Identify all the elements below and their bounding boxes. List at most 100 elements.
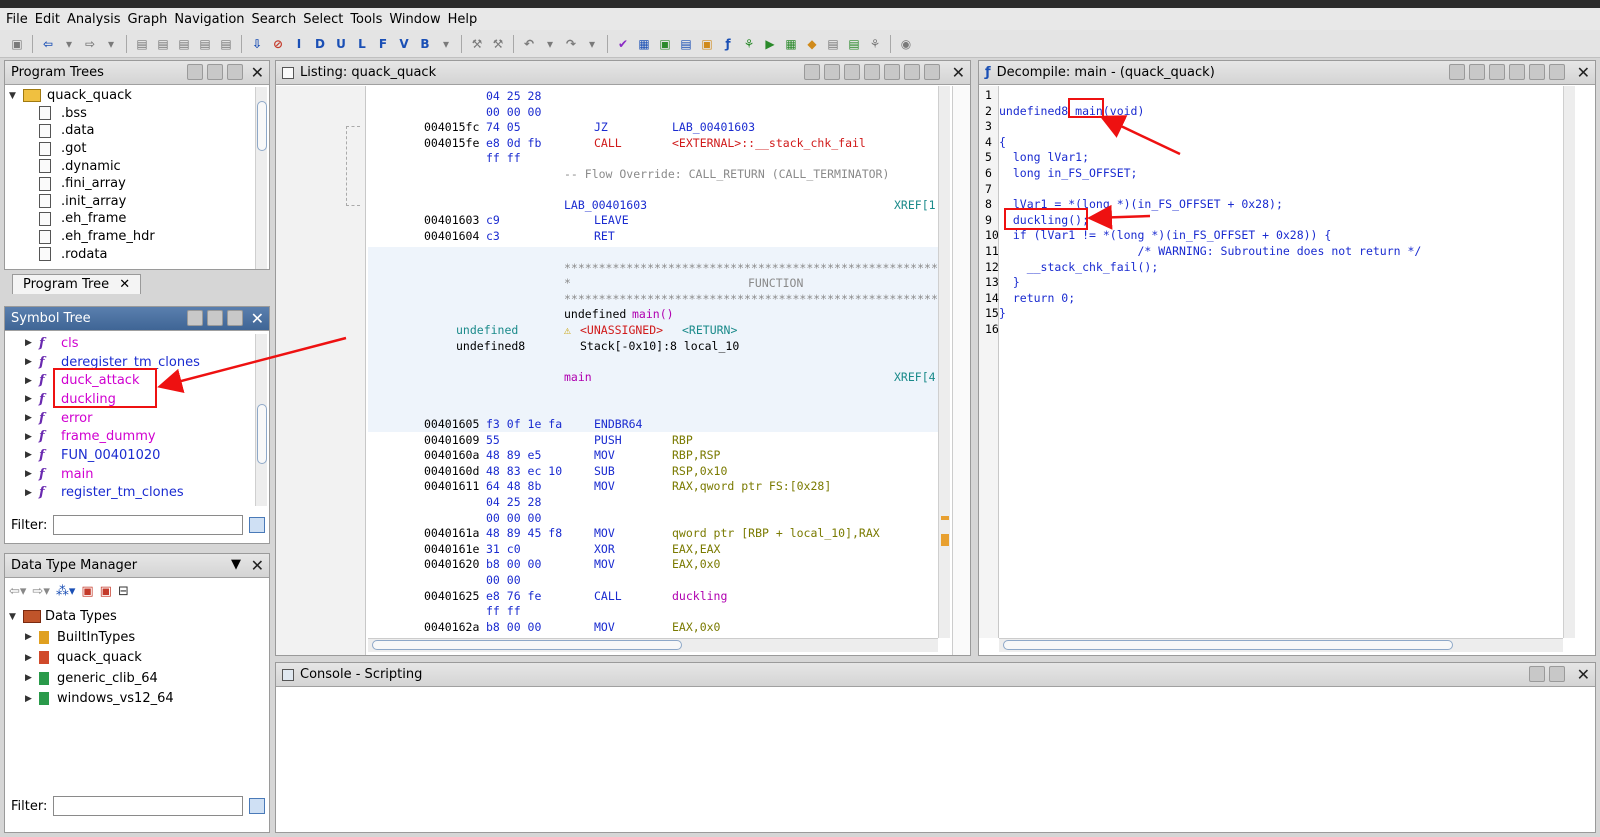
redo-dropdown-icon[interactable]: ▾ — [588, 36, 596, 51]
run-icon[interactable]: ▶ — [765, 36, 775, 51]
tree-root[interactable]: ▼ Data Types — [9, 606, 253, 627]
tree-item[interactable]: .rodata — [9, 245, 253, 263]
dropdown-arrow-icon[interactable]: ▼ — [231, 557, 241, 572]
expand-arrow-icon[interactable]: ▶ — [25, 413, 32, 424]
lock-icon[interactable] — [1529, 666, 1545, 682]
readonly-icon[interactable] — [1489, 64, 1505, 80]
data-type-archive[interactable]: ▶windows_vs12_64 — [9, 689, 253, 710]
diamond-icon[interactable]: ◆ — [807, 36, 817, 51]
tree-item[interactable]: .data — [9, 122, 253, 140]
split-icon[interactable]: ⚒ — [492, 36, 504, 51]
vertical-scrollbar[interactable] — [255, 87, 267, 269]
tree-item[interactable]: .init_array — [9, 193, 253, 211]
bytes-icon[interactable]: B — [420, 36, 430, 51]
data-type-archive[interactable]: ▶generic_clib_64 — [9, 668, 253, 689]
help-icon[interactable]: ◉ — [900, 36, 912, 51]
save-icon[interactable]: ▣ — [11, 36, 23, 51]
snapshot-icon[interactable] — [227, 310, 243, 326]
options-icon[interactable]: ⁂▾ — [55, 583, 76, 599]
data-icon[interactable]: D — [315, 36, 325, 51]
checkmark-icon[interactable]: ✔ — [617, 36, 629, 51]
instruction-icon[interactable]: I — [296, 36, 302, 51]
tree-item[interactable]: .dynamic — [9, 157, 253, 175]
filter-pointers-icon[interactable]: ▣ — [99, 583, 112, 599]
listing-vertical-scrollbar[interactable] — [938, 86, 950, 638]
data-type-archive[interactable]: ▶quack_quack — [9, 648, 253, 669]
close-icon[interactable]: ✕ — [1576, 63, 1590, 82]
function-icon[interactable]: F — [378, 36, 388, 51]
nav-data-icon[interactable]: ▤ — [157, 36, 169, 51]
expand-arrow-icon[interactable]: ▶ — [25, 431, 32, 442]
menu-search[interactable]: Search — [251, 11, 297, 27]
new-folder-icon[interactable] — [187, 64, 203, 80]
decompile-horizontal-scrollbar[interactable] — [999, 638, 1563, 652]
expand-arrow-icon[interactable]: ▶ — [25, 450, 32, 461]
expand-arrow-icon[interactable]: ▶ — [25, 469, 32, 480]
menu-help[interactable]: Help — [447, 11, 478, 27]
nav-undefined-icon[interactable]: ▤ — [178, 36, 190, 51]
menu-graph[interactable]: Graph — [127, 11, 168, 27]
tree-item[interactable]: .got — [9, 140, 253, 158]
script-icon[interactable]: ▦ — [638, 36, 650, 51]
copy-icon[interactable] — [804, 64, 820, 80]
expand-arrow-icon[interactable]: ▶ — [25, 375, 32, 386]
expand-arrow-icon[interactable]: ▼ — [9, 611, 16, 622]
filter-options-icon[interactable] — [249, 517, 266, 533]
menu-window[interactable]: Window — [389, 11, 441, 27]
stop-icon[interactable]: ⊘ — [272, 36, 284, 51]
undo-icon[interactable]: ↶ — [523, 36, 535, 51]
forward-arrow-icon[interactable]: ⇨ — [84, 36, 96, 51]
graph-icon[interactable] — [1469, 64, 1485, 80]
layout-icon[interactable] — [924, 64, 940, 80]
scrollbar-thumb[interactable] — [257, 404, 267, 464]
back-arrow-icon[interactable]: ⇦▾ — [9, 583, 27, 599]
expand-arrow-icon[interactable]: ▶ — [25, 693, 32, 704]
notes-icon[interactable]: ▤ — [827, 36, 839, 51]
expand-arrow-icon[interactable]: ▶ — [25, 632, 32, 643]
export-icon[interactable] — [207, 310, 223, 326]
paste-icon[interactable] — [824, 64, 840, 80]
scrollbar-thumb[interactable] — [257, 101, 267, 151]
edit-icon[interactable] — [1529, 64, 1545, 80]
close-icon[interactable]: ✕ — [250, 556, 264, 575]
close-icon[interactable]: ✕ — [119, 277, 131, 292]
table-icon[interactable]: ▤ — [680, 36, 692, 51]
scrollbar-thumb[interactable] — [372, 640, 682, 650]
forward-arrow-icon[interactable]: ⇨▾ — [32, 583, 50, 599]
snapshot-icon[interactable] — [904, 64, 920, 80]
field-icon[interactable] — [864, 64, 880, 80]
expand-arrow-icon[interactable]: ▶ — [25, 673, 32, 684]
db-icon[interactable]: ▣ — [701, 36, 713, 51]
close-icon[interactable]: ✕ — [250, 63, 264, 82]
menu-file[interactable]: File — [6, 11, 28, 27]
vertical-scrollbar[interactable] — [255, 334, 267, 506]
bytes-dropdown-icon[interactable]: ▾ — [442, 36, 450, 51]
back-arrow-icon[interactable]: ⇦ — [42, 36, 54, 51]
decompile-vertical-scrollbar[interactable] — [1563, 86, 1575, 638]
tree-icon[interactable]: ⚘ — [743, 36, 755, 51]
snapshot-icon[interactable] — [1549, 64, 1565, 80]
expand-arrow-icon[interactable]: ▶ — [25, 487, 32, 498]
tree-root[interactable]: ▼ quack_quack — [9, 87, 253, 105]
label-icon[interactable]: L — [358, 36, 366, 51]
filter-options-icon[interactable] — [249, 798, 266, 814]
menu-tools[interactable]: Tools — [350, 11, 383, 27]
merge-icon[interactable]: ⚒ — [471, 36, 483, 51]
value-icon[interactable]: V — [399, 36, 409, 51]
refresh-icon[interactable] — [1449, 64, 1465, 80]
function-graph-icon[interactable]: ƒ — [725, 36, 731, 51]
hierarchy-icon[interactable]: ⚘ — [869, 36, 881, 51]
close-icon[interactable]: ✕ — [951, 63, 965, 82]
redo-icon[interactable]: ↷ — [565, 36, 577, 51]
expand-arrow-icon[interactable]: ▶ — [25, 394, 32, 405]
nav-function-icon[interactable]: ▤ — [220, 36, 232, 51]
down-arrow-icon[interactable]: ⇩ — [251, 36, 263, 51]
dtm-filter-input[interactable] — [53, 796, 244, 816]
menu-edit[interactable]: Edit — [34, 11, 60, 27]
